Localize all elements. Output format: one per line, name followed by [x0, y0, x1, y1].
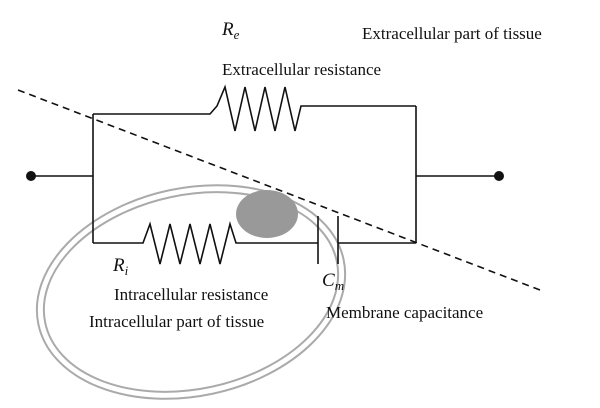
- label-intracellular-resistance: Intracellular resistance: [114, 285, 269, 304]
- cell-inner-outline: [42, 191, 340, 393]
- symbol-cm: Cm: [322, 270, 345, 293]
- nucleus: [236, 190, 298, 238]
- cell-outer-outline: [35, 184, 347, 400]
- label-extracellular-part: Extracellular part of tissue: [362, 24, 542, 43]
- extracellular-resistor: [93, 84, 416, 132]
- label-intracellular-part: Intracellular part of tissue: [89, 312, 265, 331]
- symbol-re: Re: [222, 19, 240, 42]
- label-membrane-capacitance: Membrane capacitance: [326, 303, 484, 322]
- symbol-ri: Ri: [113, 255, 129, 278]
- label-extracellular-resistance: Extracellular resistance: [222, 60, 382, 79]
- tissue-boundary-dashed-line: [17, 89, 541, 291]
- intracellular-resistor: [93, 221, 318, 265]
